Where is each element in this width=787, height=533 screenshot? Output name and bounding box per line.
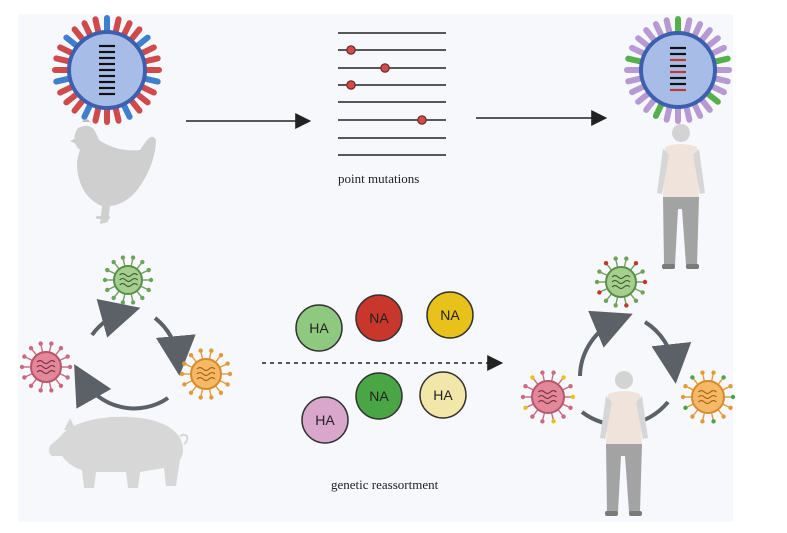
segment-na-yellow: NA bbox=[426, 291, 474, 339]
segment-label: HA bbox=[309, 320, 329, 336]
segment-na-green: NA bbox=[355, 372, 403, 420]
reassortant-virus-green bbox=[594, 256, 648, 308]
pig-icon bbox=[49, 416, 189, 488]
avian-virus-icon bbox=[52, 15, 162, 125]
segment-label: NA bbox=[369, 388, 389, 404]
genome-segments bbox=[338, 32, 446, 156]
left-reassortment-cycle bbox=[74, 299, 196, 411]
genetic-reassortment-caption: genetic reassortment bbox=[331, 477, 439, 492]
segment-label: NA bbox=[369, 310, 389, 326]
segment-label: HA bbox=[433, 387, 453, 403]
swine-virus-orange bbox=[179, 348, 233, 400]
mutation-dots bbox=[346, 45, 427, 125]
human-icon bbox=[657, 124, 705, 269]
mutation-dot bbox=[417, 115, 427, 125]
segment-circles: HA NA NA HA NA HA bbox=[295, 291, 474, 444]
segment-ha-light-green: HA bbox=[295, 304, 343, 352]
swine-virus-green bbox=[102, 255, 154, 305]
human-icon bbox=[600, 371, 648, 516]
reassortant-virus-pink bbox=[520, 370, 576, 424]
swine-virus-pink bbox=[19, 341, 73, 393]
segment-ha-pink: HA bbox=[301, 396, 349, 444]
mutation-dot bbox=[380, 63, 390, 73]
human-adapted-virus-icon bbox=[624, 16, 732, 124]
segment-ha-pale-yellow: HA bbox=[419, 371, 467, 419]
point-mutations-caption: point mutations bbox=[338, 171, 420, 186]
mutation-dot bbox=[346, 45, 356, 55]
reassortant-virus-orange bbox=[680, 370, 736, 424]
chicken-icon bbox=[70, 119, 156, 224]
segment-label: HA bbox=[315, 412, 335, 428]
mutation-dot bbox=[346, 80, 356, 90]
segment-na-red: NA bbox=[355, 294, 403, 342]
segment-label: NA bbox=[440, 307, 460, 323]
